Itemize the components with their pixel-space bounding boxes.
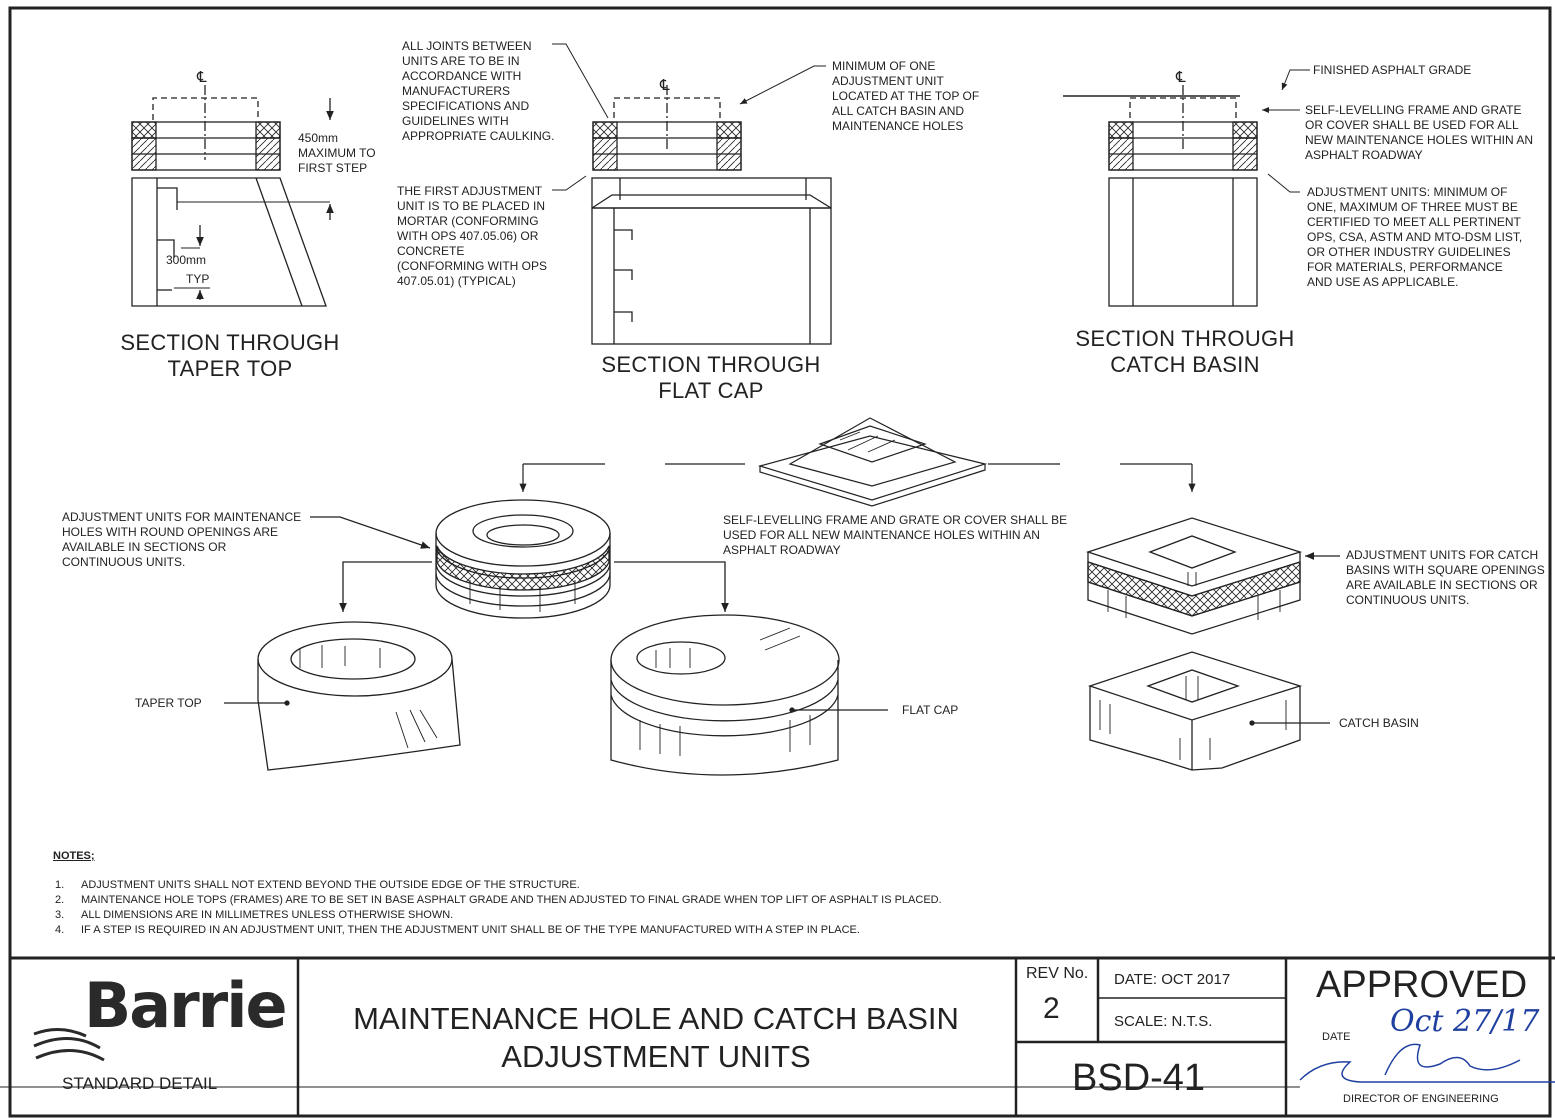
iso-square-unit	[1085, 517, 1340, 635]
section-catch-basin	[1063, 85, 1258, 307]
iso-catch-basin	[1087, 651, 1330, 771]
label-catch-basin: CATCH BASIN	[1339, 716, 1419, 730]
note-first-unit: THE FIRST ADJUSTMENT UNIT IS TO BE PLACE…	[397, 184, 547, 288]
approved-label: APPROVED	[1316, 964, 1528, 1006]
caption-taper-top: SECTION THROUGH TAPER TOP	[120, 330, 340, 381]
dim-450-label: 450mm MAXIMUM TO FIRST STEP	[298, 131, 376, 175]
director-label: DIRECTOR OF ENGINEERING	[1343, 1093, 1499, 1105]
caption-flat-cap: SECTION THROUGH FLAT CAP	[601, 352, 821, 403]
dim-300-label: 300mm	[166, 253, 207, 267]
section-taper-top	[131, 85, 334, 307]
note-finished-grade: FINISHED ASPHALT GRADE	[1313, 63, 1472, 77]
typ-label: TYP	[186, 272, 210, 286]
rev-label: REV No.	[1026, 965, 1089, 982]
rev-value: 2	[1043, 992, 1060, 1025]
note-joints: ALL JOINTS BETWEEN UNITS ARE TO BE IN AC…	[402, 39, 555, 143]
iso-taper-top	[224, 621, 461, 771]
top-leaders	[552, 43, 1310, 193]
note-item: 1.ADJUSTMENT UNITS SHALL NOT EXTEND BEYO…	[55, 879, 580, 891]
label-taper-top: TAPER TOP	[135, 696, 202, 710]
centerline-symbol-basin: ℄	[1176, 69, 1186, 86]
note-self-levelling: SELF-LEVELLING FRAME AND GRATE OR COVER …	[1305, 103, 1534, 162]
barrie-logo: Barrie	[84, 969, 288, 1042]
title-block-lines	[0, 958, 1300, 1116]
iso-flat-cap	[610, 614, 888, 776]
signature	[1299, 1043, 1555, 1083]
date-label: DATE: OCT 2017	[1114, 971, 1231, 988]
note-item: 4.IF A STEP IS REQUIRED IN AN ADJUSTMENT…	[55, 924, 860, 936]
label-flat-cap: FLAT CAP	[902, 703, 959, 717]
iso-round-ring	[310, 499, 729, 619]
drawing-title: MAINTENANCE HOLE AND CATCH BASIN ADJUSTM…	[353, 1001, 959, 1074]
drawing-number: BSD-41	[1072, 1057, 1206, 1099]
scale-label: SCALE: N.T.S.	[1114, 1013, 1213, 1030]
note-frame: SELF-LEVELLING FRAME AND GRATE OR COVER …	[723, 513, 1068, 557]
caption-catch-basin: SECTION THROUGH CATCH BASIN	[1075, 326, 1295, 377]
iso-frame	[519, 417, 1196, 507]
section-flat-cap	[591, 85, 832, 345]
approved-date-label: DATE	[1322, 1031, 1351, 1043]
note-minimum: MINIMUM OF ONE ADJUSTMENT UNIT LOCATED A…	[832, 59, 980, 133]
sheet-border	[8, 6, 1555, 1118]
note-round-units: ADJUSTMENT UNITS FOR MAINTENANCE HOLES W…	[62, 510, 302, 569]
centerline-symbol-flat: ℄	[660, 77, 670, 94]
signed-date: Oct 27/17	[1390, 1004, 1540, 1039]
standard-detail-label: STANDARD DETAIL	[62, 1074, 218, 1093]
centerline-symbol-taper: ℄	[197, 69, 207, 86]
notes-title: NOTES;	[53, 850, 95, 862]
logo-waves-icon	[33, 1028, 105, 1062]
note-square-units: ADJUSTMENT UNITS FOR CATCH BASINS WITH S…	[1346, 548, 1545, 607]
note-adjustment-units: ADJUSTMENT UNITS: MINIMUM OF ONE, MAXIMU…	[1307, 185, 1523, 289]
note-item: 2.MAINTENANCE HOLE TOPS (FRAMES) ARE TO …	[55, 894, 942, 906]
note-item: 3.ALL DIMENSIONS ARE IN MILLIMETRES UNLE…	[55, 909, 454, 921]
